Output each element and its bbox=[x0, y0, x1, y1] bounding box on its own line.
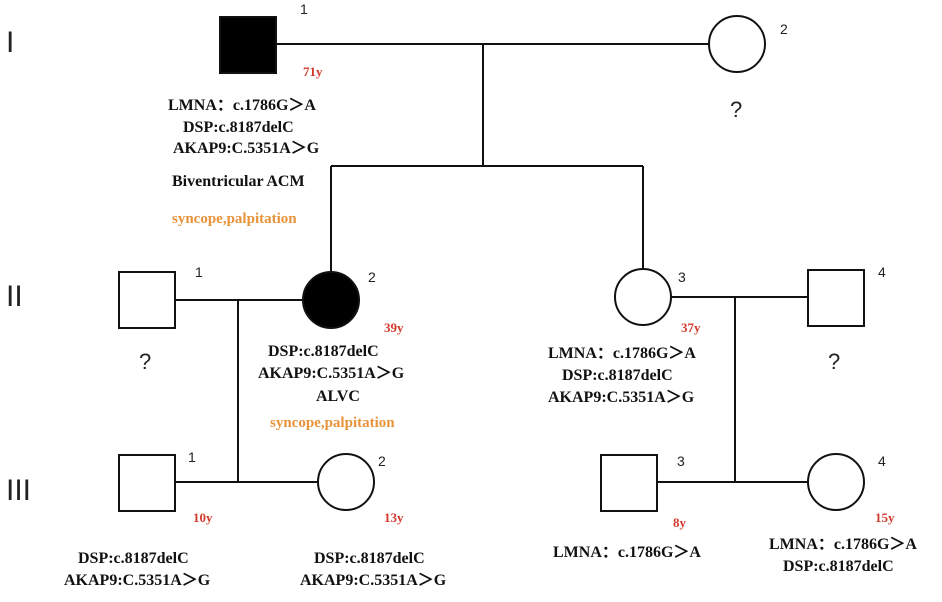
individual-III4-number: 4 bbox=[878, 453, 886, 469]
individual-II4-unknown: ? bbox=[828, 349, 840, 374]
individual-II3-age: 37y bbox=[681, 320, 701, 335]
individual-II1-male[interactable] bbox=[118, 271, 176, 329]
individual-III2-female[interactable] bbox=[317, 453, 375, 511]
individual-III1-male[interactable] bbox=[118, 454, 176, 512]
individual-III3-male[interactable] bbox=[600, 454, 658, 512]
individual-III2-genotype-1: DSP:c.8187delC bbox=[314, 550, 425, 567]
individual-III1-genotype-1: DSP:c.8187delC bbox=[78, 550, 189, 567]
individual-I2-number: 2 bbox=[780, 21, 788, 37]
generation-label-3: III bbox=[6, 474, 31, 507]
individual-II4-number: 4 bbox=[878, 264, 886, 280]
individual-I2-female[interactable] bbox=[708, 15, 766, 73]
individual-II2-age: 39y bbox=[384, 320, 404, 335]
individual-III4-genotype-2: DSP:c.8187delC bbox=[783, 558, 894, 575]
individual-I1-male-affected[interactable] bbox=[219, 16, 277, 74]
individual-III4-female[interactable] bbox=[807, 453, 865, 511]
individual-II3-genotype-3: AKAP9:C.5351A＞G bbox=[548, 389, 695, 406]
individual-II3-genotype-1: LMNA：c.1786G＞A bbox=[548, 345, 696, 362]
individual-II2-female-affected[interactable] bbox=[302, 271, 360, 329]
individual-II2-genotype-1: DSP:c.8187delC bbox=[268, 343, 379, 360]
individual-II4-male[interactable] bbox=[807, 269, 865, 327]
individual-III4-age: 15y bbox=[875, 510, 895, 525]
generation-label-1: I bbox=[6, 26, 14, 59]
individual-III2-age: 13y bbox=[384, 510, 404, 525]
individual-III1-number: 1 bbox=[188, 449, 196, 465]
individual-III4-genotype-1: LMNA：c.1786G＞A bbox=[769, 536, 917, 553]
individual-II2-genotype-2: AKAP9:C.5351A＞G bbox=[258, 365, 405, 382]
individual-II3-genotype-2: DSP:c.8187delC bbox=[562, 367, 673, 384]
individual-II2-number: 2 bbox=[368, 269, 376, 285]
individual-III3-number: 3 bbox=[677, 453, 685, 469]
generation-label-2: II bbox=[6, 280, 23, 313]
individual-I1-age: 71y bbox=[303, 64, 323, 79]
individual-II1-unknown: ? bbox=[139, 349, 151, 374]
individual-III2-number: 2 bbox=[378, 453, 386, 469]
individual-II2-phenotype: ALVC bbox=[316, 388, 360, 405]
individual-I1-phenotype: Biventricular ACM bbox=[172, 173, 305, 190]
individual-I1-number: 1 bbox=[300, 1, 308, 17]
individual-III3-age: 8y bbox=[673, 515, 687, 530]
individual-III1-age: 10y bbox=[193, 510, 213, 525]
individual-I2-unknown: ? bbox=[730, 97, 742, 122]
individual-II1-number: 1 bbox=[195, 264, 203, 280]
individual-II3-female[interactable] bbox=[614, 268, 672, 326]
individual-I1-genotype-2: DSP:c.8187delC bbox=[183, 119, 294, 136]
individual-I1-symptoms: syncope,palpitation bbox=[172, 211, 297, 227]
individual-III2-genotype-2: AKAP9:C.5351A＞G bbox=[300, 572, 447, 589]
individual-III1-genotype-2: AKAP9:C.5351A＞G bbox=[64, 572, 211, 589]
individual-I1-genotype-3: AKAP9:C.5351A＞G bbox=[173, 140, 320, 157]
individual-III3-genotype-1: LMNA：c.1786G＞A bbox=[553, 544, 701, 561]
individual-I1-genotype-1: LMNA：c.1786G＞A bbox=[168, 97, 316, 114]
individual-II2-symptoms: syncope,palpitation bbox=[270, 415, 395, 431]
individual-II3-number: 3 bbox=[678, 269, 686, 285]
